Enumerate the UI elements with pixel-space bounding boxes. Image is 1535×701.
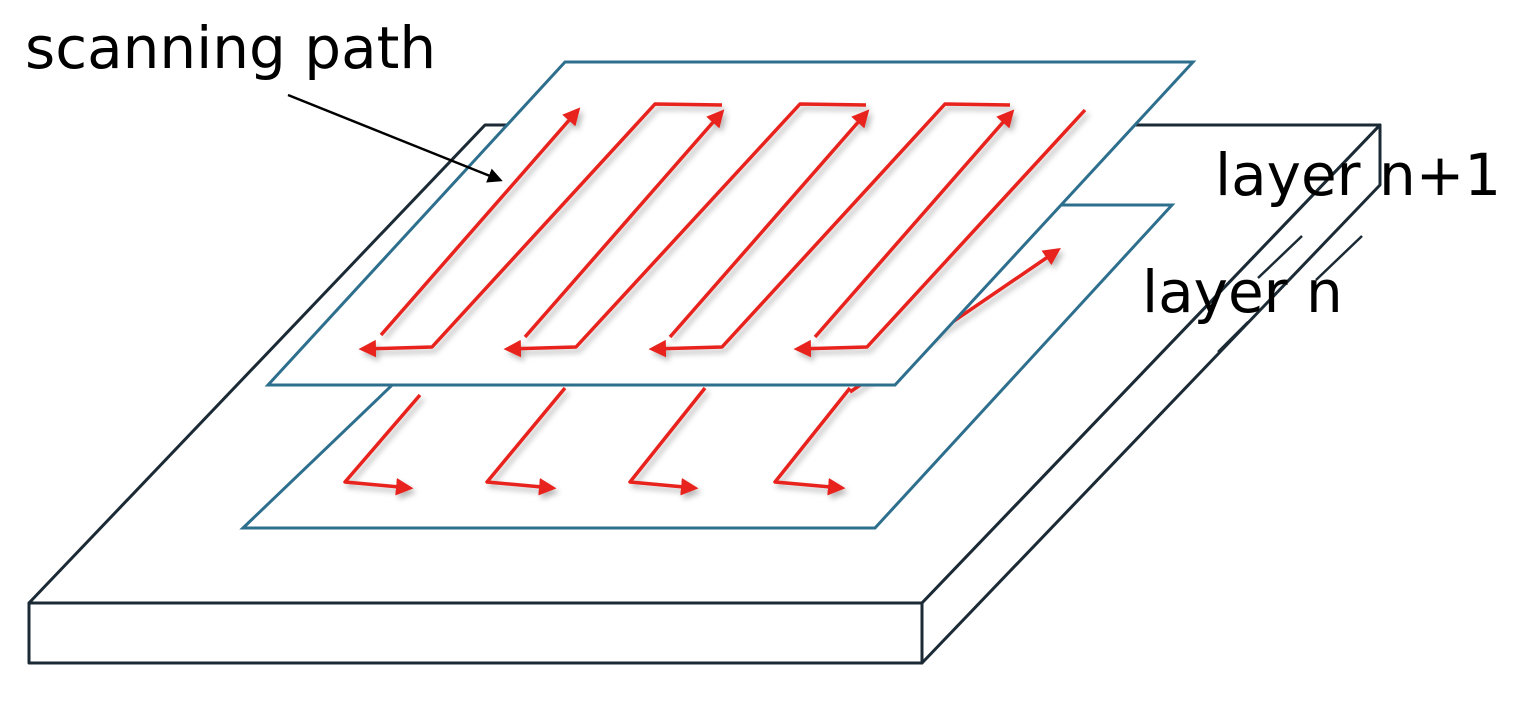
- scanning-path-label: scanning path: [25, 14, 436, 82]
- layer-n-leader: [1217, 321, 1249, 353]
- layer-n-plus-1-scan-path: [358, 102, 1087, 358]
- layer-n-plus-1-scan-segment: [648, 102, 1011, 358]
- layer-n-plus-1-scan-segment: [668, 109, 870, 339]
- layer-n-label: layer n: [1142, 258, 1343, 326]
- layer-n-plus-1-leader: [1315, 235, 1363, 281]
- layer-n-plus-1-scan-segment: [358, 102, 723, 358]
- layer-n-plus-1-scan-segment: [793, 108, 1087, 358]
- layer-n-plus-1-scan-segment: [813, 109, 1015, 339]
- substrate-front-face: [27, 601, 924, 665]
- layer-label-leaders: [1217, 235, 1363, 353]
- layer-n-plus-1-outline: [264, 60, 1197, 387]
- layer-n-plus-1-leader: [1257, 235, 1303, 279]
- layer-n-scan-segment: [628, 386, 707, 496]
- substrate-side-face: [920, 123, 1382, 665]
- scanning-path-leader-arrow: [287, 93, 503, 183]
- layer-n-plus-1-scan-segment: [523, 109, 725, 339]
- layer-n-scan-segment: [773, 386, 852, 496]
- layer-n-plus-1-scan-segment: [503, 102, 867, 358]
- layer-n-scan-segment: [343, 393, 422, 496]
- layer-n-plus-1-label: layer n+1: [1215, 141, 1501, 209]
- layer-n-plus-1-scan-segment: [379, 107, 581, 337]
- layer-n-scan-segment: [485, 386, 567, 496]
- layer-n-plus-1: [264, 60, 1197, 387]
